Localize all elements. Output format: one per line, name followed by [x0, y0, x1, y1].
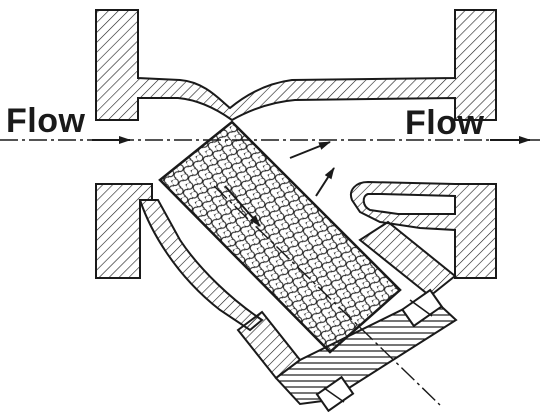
lower-right-flange [350, 180, 497, 279]
lower-left-flange [95, 183, 153, 279]
bolt-upper [400, 288, 444, 328]
flow-label-outlet: Flow [405, 104, 485, 142]
flow-arrow-into-basket [224, 185, 261, 227]
flow-label-inlet: Flow [6, 102, 86, 140]
leg-flange-right [358, 220, 457, 298]
bolt-lower [315, 375, 355, 412]
flow-arrow-up-exit [315, 167, 335, 197]
upper-body-wall [95, 9, 497, 122]
strainer-screen [158, 120, 402, 354]
flow-arrow-through-screen [289, 141, 331, 159]
